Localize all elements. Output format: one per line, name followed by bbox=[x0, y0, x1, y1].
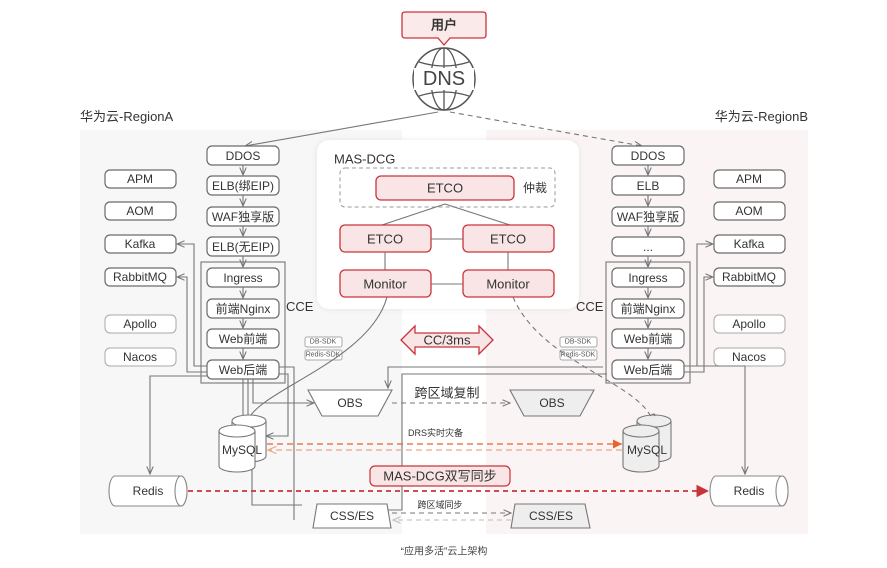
region-b-ingress-label: Ingress bbox=[628, 271, 667, 285]
drs-label: DRS实时灾备 bbox=[408, 427, 463, 438]
region-b-mysql[interactable]: MySQL bbox=[622, 414, 672, 473]
region-a-apollo-label: Apollo bbox=[123, 317, 157, 331]
region-b-css-label: CSS/ES bbox=[529, 509, 573, 523]
region-b-waf-label: WAF独享版 bbox=[617, 209, 679, 224]
region-b-apm-label: APM bbox=[736, 172, 762, 186]
region-b-obs-label: OBS bbox=[539, 396, 564, 410]
region-b-title: 华为云-RegionB bbox=[715, 109, 808, 124]
dual-write-badge: MAS-DCG双写同步 bbox=[369, 465, 511, 487]
region-a-aom-label: AOM bbox=[126, 204, 153, 218]
figure-caption: “应用多活”云上架构 bbox=[401, 545, 488, 558]
etco-right-label: ETCO bbox=[490, 232, 526, 247]
region-a-aom[interactable] bbox=[104, 201, 177, 221]
region-a-apm-label: APM bbox=[127, 172, 153, 186]
latency-label: CC/3ms bbox=[424, 333, 471, 348]
region-b-redis-sdk: Redis-SDK bbox=[561, 352, 596, 359]
user-label: 用户 bbox=[430, 18, 457, 33]
mas-dcg-panel: MAS-DCG ETCO 仲裁 ETCO ETCO Monitor Monito… bbox=[317, 140, 579, 309]
region-a-apm[interactable] bbox=[104, 169, 177, 189]
etco-left-label: ETCO bbox=[367, 232, 403, 247]
region-a-css-label: CSS/ES bbox=[330, 509, 374, 523]
region-a-mysql[interactable]: MySQL bbox=[218, 414, 267, 473]
region-b-kafka-label: Kafka bbox=[734, 237, 765, 251]
region-a-kafka-label: Kafka bbox=[125, 237, 156, 251]
region-b-redis-label: Redis bbox=[734, 484, 765, 498]
region-a-services: APM AOM Kafka RabbitMQ Apollo Nacos bbox=[104, 169, 207, 373]
region-b-apm[interactable] bbox=[713, 169, 786, 189]
region-b-nacos-label: Nacos bbox=[732, 350, 766, 364]
region-a-redis[interactable]: Redis bbox=[108, 475, 188, 507]
region-a-title: 华为云-RegionA bbox=[80, 109, 174, 124]
region-b-web-backend-label: Web后端 bbox=[624, 363, 672, 377]
mas-dcg-title: MAS-DCG bbox=[334, 152, 395, 167]
region-b-rabbitmq-label: RabbitMQ bbox=[722, 270, 776, 284]
region-b-web-frontend-label: Web前端 bbox=[624, 331, 672, 346]
arbiter-zone bbox=[339, 167, 556, 208]
region-a-nacos[interactable] bbox=[104, 347, 177, 367]
region-b-services: APM AOM Kafka RabbitMQ Apollo Nacos bbox=[684, 169, 786, 373]
region-a-nacos-label: Nacos bbox=[123, 350, 157, 364]
latency-double-arrow: CC/3ms bbox=[400, 324, 494, 356]
user-callout: 用户 bbox=[401, 11, 487, 46]
region-b-aom-label: AOM bbox=[735, 204, 762, 218]
region-a-ddos-label: DDOS bbox=[226, 149, 261, 163]
dual-write-label: MAS-DCG双写同步 bbox=[383, 469, 496, 484]
css-sync-label: 跨区域同步 bbox=[417, 499, 462, 510]
region-b-apollo-label: Apollo bbox=[732, 317, 766, 331]
dns-to-region-b-arrow bbox=[449, 111, 642, 146]
region-b-db-sdk: DB-SDK bbox=[565, 339, 592, 346]
region-a-waf-label: WAF独享版 bbox=[212, 209, 274, 224]
region-a-mysql-label: MySQL bbox=[222, 443, 262, 457]
region-a-db-sdk: DB-SDK bbox=[310, 339, 337, 346]
region-b-nginx-label: 前端Nginx bbox=[621, 301, 676, 316]
region-b-css[interactable]: CSS/ES bbox=[510, 503, 591, 529]
region-a-web-backend-label: Web后端 bbox=[219, 363, 267, 377]
region-b-redis[interactable]: Redis bbox=[709, 475, 789, 507]
region-b-cce-label: CCE bbox=[576, 299, 604, 314]
region-b-elb-label: ELB bbox=[637, 179, 660, 193]
region-a-obs[interactable]: OBS bbox=[307, 389, 393, 417]
region-a-nginx-label: 前端Nginx bbox=[216, 301, 271, 316]
region-b-ddos-label: DDOS bbox=[631, 149, 666, 163]
region-a-cce-label: CCE bbox=[286, 299, 314, 314]
monitor-left-label: Monitor bbox=[363, 277, 407, 292]
monitor-a-to-mysql-link bbox=[247, 296, 388, 421]
region-b-aom[interactable] bbox=[713, 201, 786, 221]
region-a-redis-label: Redis bbox=[133, 484, 164, 498]
region-a-css[interactable]: CSS/ES bbox=[312, 503, 392, 529]
region-b-redis-connector bbox=[690, 365, 745, 474]
region-b-chain: DDOS ELB WAF独享版 ... Ingress 前端Nginx Web前… bbox=[576, 145, 691, 384]
dns-globe-icon: DNS bbox=[412, 47, 476, 111]
arbiter-etco[interactable] bbox=[375, 175, 515, 201]
arbiter-etco-label: ETCO bbox=[427, 181, 463, 196]
region-b-apollo[interactable] bbox=[713, 314, 786, 334]
region-a-redis-sdk: Redis-SDK bbox=[306, 352, 341, 359]
region-a-rabbitmq-label: RabbitMQ bbox=[113, 270, 167, 284]
region-b-nacos[interactable] bbox=[713, 347, 786, 367]
region-a-elb-noeip-label: ELB(无EIP) bbox=[212, 240, 274, 254]
region-a-apollo[interactable] bbox=[104, 314, 177, 334]
region-b-obs[interactable]: OBS bbox=[509, 389, 595, 417]
dns-label: DNS bbox=[423, 68, 465, 90]
region-a-sdk-tags: DB-SDK Redis-SDK bbox=[304, 336, 343, 361]
region-a-ingress-label: Ingress bbox=[223, 271, 262, 285]
region-b-ellipsis-label: ... bbox=[643, 240, 653, 254]
region-a-web-frontend-label: Web前端 bbox=[219, 331, 267, 346]
region-a-elb-eip-label: ELB(绑EIP) bbox=[212, 179, 274, 193]
region-b-mysql-label: MySQL bbox=[627, 443, 667, 457]
dns-to-region-a-arrow bbox=[245, 111, 439, 146]
monitor-right-label: Monitor bbox=[486, 277, 530, 292]
obs-replication-label: 跨区域复制 bbox=[414, 386, 479, 401]
region-a-obs-label: OBS bbox=[337, 396, 362, 410]
region-a-chain: DDOS ELB(绑EIP) WAF独享版 ELB(无EIP) Ingress … bbox=[200, 145, 314, 384]
arbiter-tag: 仲裁 bbox=[523, 181, 547, 195]
